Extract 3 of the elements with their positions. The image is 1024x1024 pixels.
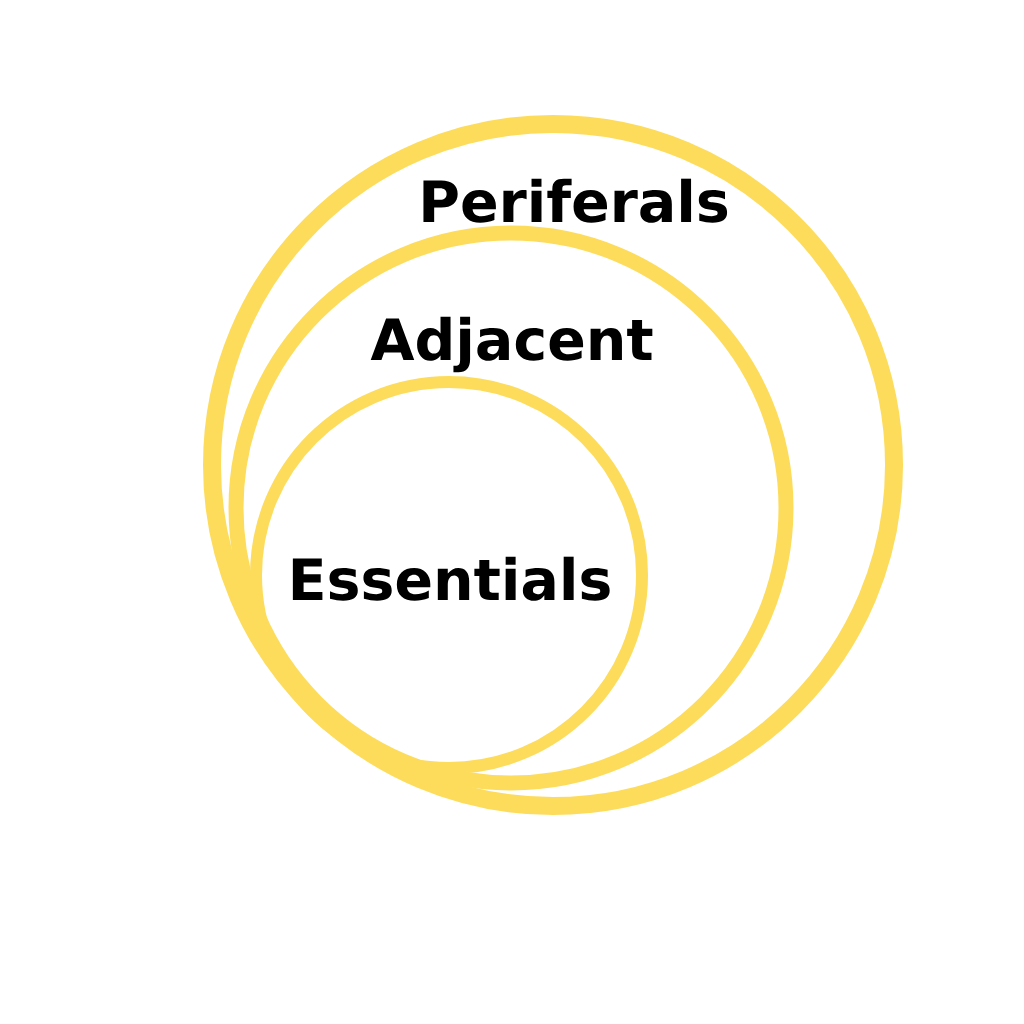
circle-label: Essentials [292,556,610,601]
circle-label: Adjacent [370,316,653,373]
circle-label: Periferals [423,178,728,223]
